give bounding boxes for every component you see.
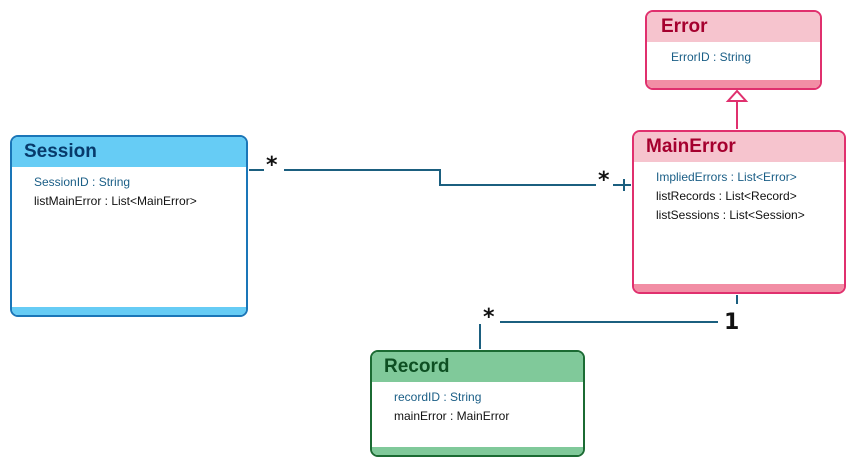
class-session-name: Session	[12, 137, 246, 167]
generalization-arrowhead	[725, 89, 749, 102]
class-record-name: Record	[372, 352, 583, 382]
class-record-footer	[372, 447, 583, 455]
multiplicity-record-end: *	[483, 305, 495, 330]
attribute-record-id: recordID : String	[394, 390, 482, 404]
class-record-attributes: recordID : String mainError : MainError	[372, 382, 583, 426]
session-mainerror-link-main[interactable]	[284, 169, 596, 186]
class-error-footer	[647, 80, 820, 88]
attribute-error-id: ErrorID : String	[671, 50, 752, 64]
attribute-list-records: listRecords : List<Record>	[656, 189, 797, 203]
class-session-footer	[12, 307, 246, 315]
multiplicity-mainerror-one: 1	[724, 310, 740, 335]
class-main-error-footer	[634, 284, 844, 292]
attribute-list-sessions: listSessions : List<Session>	[656, 208, 805, 222]
class-session-attributes: SessionID : String listMainError : List<…	[12, 167, 246, 211]
attribute-implied-errors: ImpliedErrors : List<Error>	[656, 170, 797, 184]
multiplicity-mainerror-end: *	[598, 168, 610, 193]
class-main-error-name: MainError	[634, 132, 844, 162]
multiplicity-session-end: *	[266, 153, 278, 178]
class-error-name: Error	[647, 12, 820, 42]
class-error-attributes: ErrorID : String	[647, 42, 820, 67]
attribute-session-id: SessionID : String	[34, 175, 131, 189]
attribute-main-error-ref: mainError : MainError	[394, 409, 510, 423]
class-error[interactable]: Error ErrorID : String	[645, 10, 822, 90]
attribute-list-main-error: listMainError : List<MainError>	[34, 194, 197, 208]
class-main-error-attributes: ImpliedErrors : List<Error> listRecords …	[634, 162, 844, 225]
class-record[interactable]: Record recordID : String mainError : Mai…	[370, 350, 585, 457]
class-session[interactable]: Session SessionID : String listMainError…	[10, 135, 248, 317]
class-main-error[interactable]: MainError ImpliedErrors : List<Error> li…	[632, 130, 846, 294]
